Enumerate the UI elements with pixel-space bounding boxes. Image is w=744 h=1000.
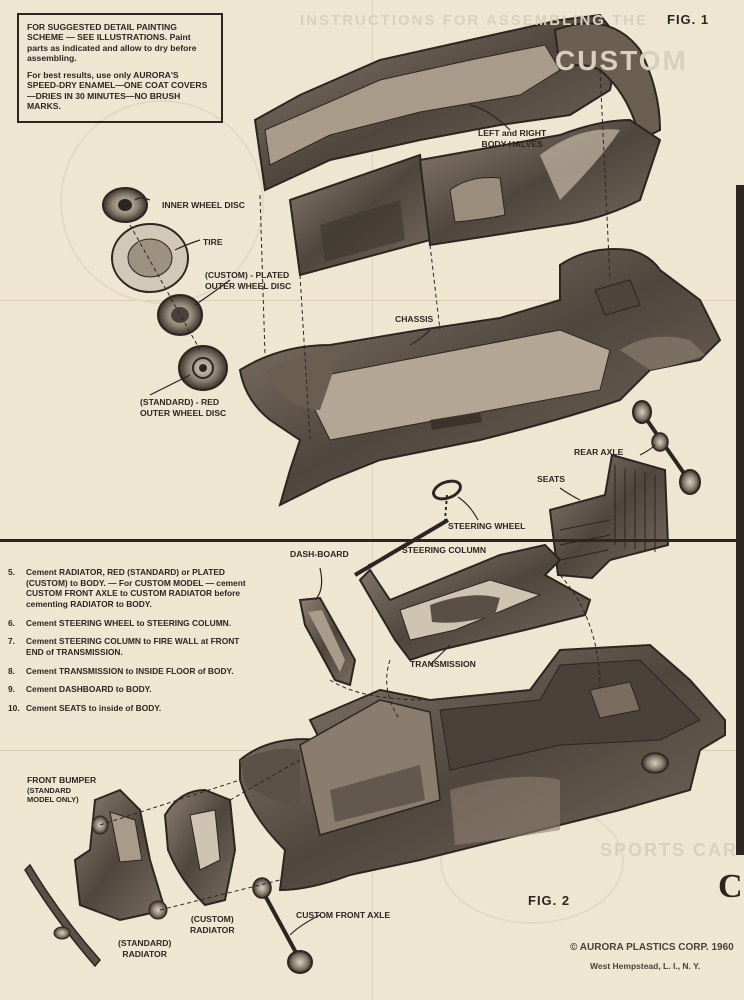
callout-line: FRONT BUMPER <box>27 775 97 785</box>
callout-inner-wheel-disc: INNER WHEEL DISC <box>162 200 245 210</box>
callout-leaders <box>134 104 656 936</box>
assembly-step: 5. Cement RADIATOR, RED (STANDARD) or PL… <box>8 567 246 610</box>
assembly-steps: 5. Cement RADIATOR, RED (STANDARD) or PL… <box>8 567 246 722</box>
callout-line: (STANDARD) - RED <box>140 397 220 407</box>
step-text: Cement RADIATOR, RED (STANDARD) or PLATE… <box>26 567 246 610</box>
step-number: 6. <box>8 617 15 628</box>
step-number: 8. <box>8 665 15 676</box>
assembly-guide-lines-fig2 <box>99 574 601 911</box>
step-text: Cement DASHBOARD to BODY. <box>26 684 152 695</box>
callout-custom-front-axle: CUSTOM FRONT AXLE <box>296 910 391 920</box>
show-through-text: CUSTOM <box>555 45 688 76</box>
callout-line: (STANDARD) <box>118 938 172 948</box>
callout-body-halves: LEFT and RIGHT BODY HALVES <box>478 128 546 149</box>
callout-chassis: CHASSIS <box>395 314 434 324</box>
callout-line: (CUSTOM) - PLATED <box>205 270 290 280</box>
callout-line: RADIATOR <box>122 948 167 959</box>
paper-fold <box>372 0 373 1000</box>
step-number: 10. <box>8 703 20 714</box>
callout-transmission: TRANSMISSION <box>410 659 476 669</box>
callout-line: (CUSTOM) <box>190 914 234 924</box>
callout-tire: TIRE <box>203 237 223 247</box>
callout-line: OUTER WHEEL DISC <box>140 407 227 418</box>
callout-standard-outer-wheel: (STANDARD) - RED OUTER WHEEL DISC <box>140 397 226 418</box>
callout-line: LEFT and RIGHT <box>478 128 547 138</box>
assembly-step: 8. Cement TRANSMISSION to INSIDE FLOOR o… <box>8 666 246 677</box>
show-through-text: INSTRUCTIONS FOR ASSEMBLING THE <box>300 12 649 29</box>
custom-radiator-part <box>163 788 237 907</box>
show-through-text: SPORTS CAR <box>600 840 739 860</box>
step-text: Cement TRANSMISSION to INSIDE FLOOR of B… <box>26 665 234 676</box>
steering-parts <box>353 479 462 577</box>
painting-notice-text: FOR SUGGESTED DETAIL PAINTING SCHEME — S… <box>27 22 197 64</box>
callout-standard-radiator: (STANDARD) RADIATOR <box>118 938 171 959</box>
step-number: 5. <box>8 567 15 577</box>
address-text: West Hempstead, L. I., N. Y. <box>590 961 701 971</box>
show-through-letter: C <box>718 868 743 905</box>
callout-line: RADIATOR <box>190 924 235 935</box>
step-number: 7. <box>8 636 15 647</box>
enamel-notice-text: For best results, use only AURORA'S SPEE… <box>27 69 208 112</box>
front-bumper-part <box>24 863 101 968</box>
callout-front-bumper: FRONT BUMPER (STANDARD MODEL ONLY) <box>27 775 96 804</box>
dashboard-part <box>298 596 357 687</box>
step-number: 9. <box>8 684 15 695</box>
wheel-parts <box>102 187 228 391</box>
section-divider <box>0 539 744 542</box>
callout-custom-radiator: (CUSTOM) RADIATOR <box>190 914 235 935</box>
copyright-text: © AURORA PLASTICS CORP. 1960 <box>570 942 734 953</box>
assembly-step: 6. Cement STEERING WHEEL to STEERING COL… <box>8 618 246 629</box>
figure-2-label: FIG. 2 <box>528 893 571 908</box>
assembly-step: 7. Cement STEERING COLUMN to FIRE WALL a… <box>8 636 246 657</box>
figure-1-label: FIG. 1 <box>667 12 710 27</box>
callout-steering-column: STEERING COLUMN <box>402 545 487 555</box>
standard-radiator-part <box>73 788 168 922</box>
callout-seats: SEATS <box>537 474 566 484</box>
assembly-guide-lines <box>259 69 611 441</box>
assembled-body-part <box>239 643 726 892</box>
step-text: Cement SEATS to inside of BODY. <box>26 703 162 714</box>
rear-axle-part <box>632 400 701 495</box>
step-text: Cement STEERING WHEEL to STEERING COLUMN… <box>26 617 232 628</box>
edge-bar <box>736 185 744 855</box>
chassis-part <box>238 248 722 507</box>
callout-steering-wheel: STEERING WHEEL <box>448 521 526 531</box>
assembly-step: 9. Cement DASHBOARD to BODY. <box>8 684 246 695</box>
callout-dash-board: DASH-BOARD <box>290 549 349 559</box>
callout-custom-outer-wheel: (CUSTOM) - PLATED OUTER WHEEL DISC <box>205 270 291 291</box>
callout-line: MODEL ONLY) <box>27 795 79 805</box>
body-halves-part <box>253 13 662 277</box>
assembly-step: 10. Cement SEATS to inside of BODY. <box>8 703 246 714</box>
seats-part <box>548 453 670 580</box>
step-text: Cement STEERING COLUMN to FIRE WALL at F… <box>26 636 240 658</box>
callout-line: BODY HALVES <box>481 138 543 149</box>
callout-line: (STANDARD <box>27 785 72 795</box>
callout-line: OUTER WHEEL DISC <box>205 280 292 291</box>
custom-front-axle-part <box>252 877 313 974</box>
painting-notice-box: FOR SUGGESTED DETAIL PAINTING SCHEME — S… <box>17 13 223 123</box>
callout-rear-axle: REAR AXLE <box>574 447 624 457</box>
transmission-part <box>358 543 592 662</box>
